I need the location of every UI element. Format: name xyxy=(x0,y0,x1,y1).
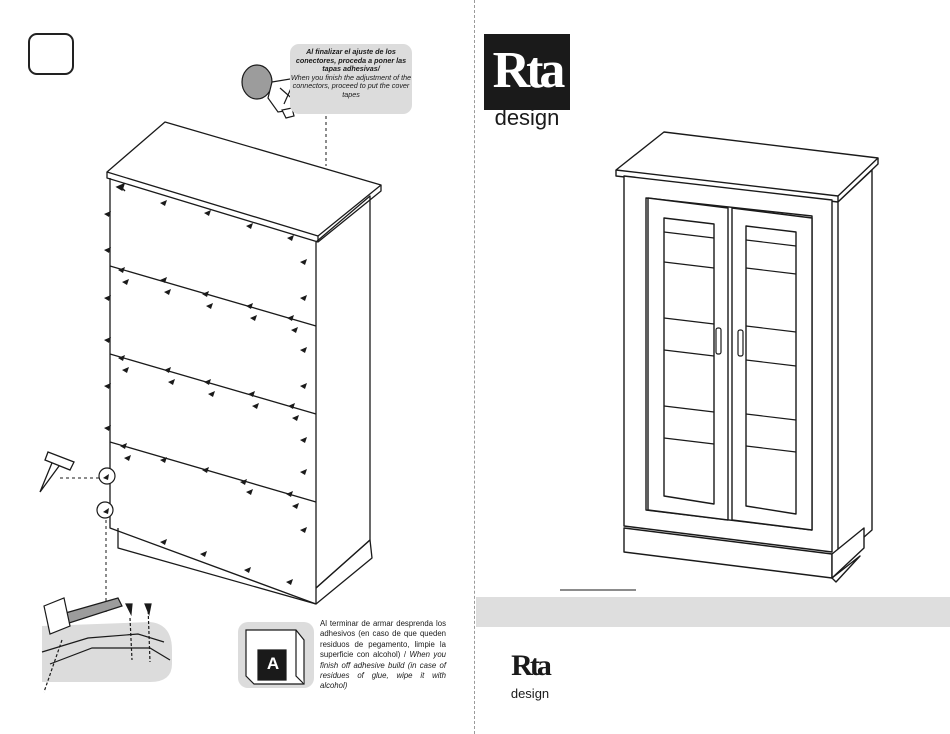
logo-word-text: design xyxy=(494,105,560,130)
page-fold-line xyxy=(474,0,475,734)
note-spanish-text: Al terminar de armar desprenda los adhes… xyxy=(320,619,446,660)
cover-page: Rta design xyxy=(476,0,950,734)
logo-mark-text: Rta xyxy=(492,42,566,99)
step-number-box xyxy=(28,33,74,75)
cabinet-front-illustration xyxy=(560,131,879,591)
brand-logo-bottom: Rta design xyxy=(506,649,554,706)
assembly-page: Al finalizar el ajuste de los conectores… xyxy=(0,0,474,734)
logo-bottom-word-text: design xyxy=(510,686,550,701)
sticker-letter: A xyxy=(266,654,280,673)
logo-block xyxy=(484,34,570,110)
logo-bottom-mark-text: Rta xyxy=(511,649,552,682)
cover-gray-band xyxy=(476,597,950,627)
adhesive-removal-note: Al terminar de armar desprenda los adhes… xyxy=(320,619,446,692)
cabinet-back-illustration xyxy=(39,64,382,693)
brand-logo-top: Rta design xyxy=(484,34,570,132)
cover-tape-callout: Al finalizar el ajuste de los conectores… xyxy=(290,44,412,114)
note-english-text: When you finish off adhesive build (in c… xyxy=(320,650,446,691)
callout-english-text: When you finish the adjustment of the co… xyxy=(290,72,412,99)
callout-spanish-text: Al finalizar el ajuste de los conectores… xyxy=(295,47,407,74)
